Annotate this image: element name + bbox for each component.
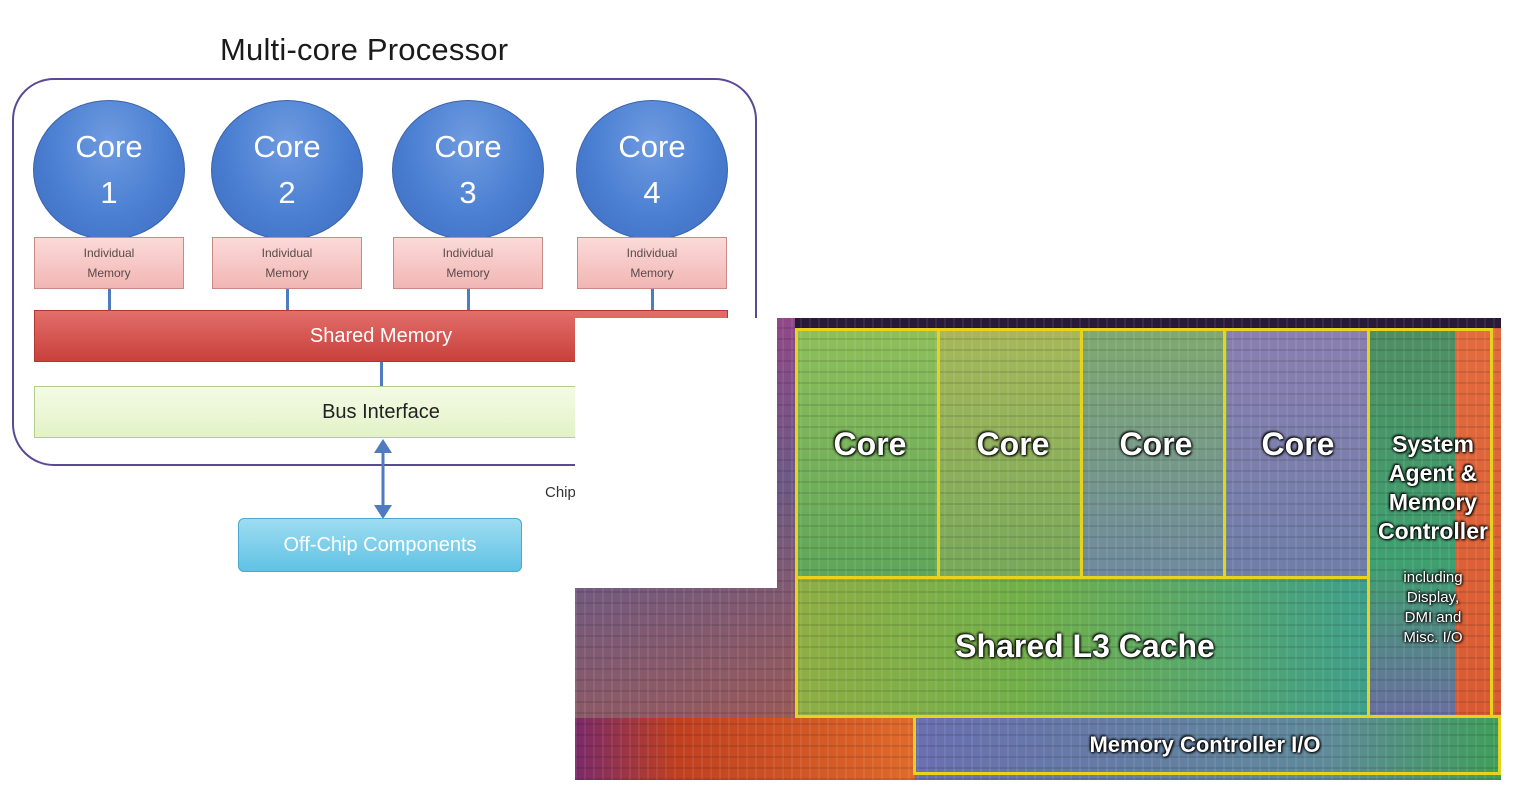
memory-label: Individual (261, 246, 313, 260)
die-core-label: Core (833, 426, 907, 462)
die-core-2-area (939, 328, 1083, 578)
memory-label: Memory (87, 266, 131, 280)
core-label: Core (434, 129, 502, 164)
die-memio-outline (913, 715, 1501, 775)
die-divider (1080, 328, 1083, 579)
memory-label: Memory (630, 266, 674, 280)
system-agent-note-line: including (1403, 569, 1463, 586)
system-agent-line: System (1392, 431, 1474, 457)
die-core-label: Core (976, 426, 1050, 462)
system-agent-label: System Agent & Memory Controller (1371, 430, 1495, 546)
core-number: 1 (100, 175, 118, 210)
die-bottom-left-area (575, 718, 915, 780)
die-memio-area (915, 718, 1501, 780)
die-edge-area (1455, 328, 1501, 718)
individual-memory-1: Individual Memory (34, 237, 184, 289)
core-3: Core 3 (392, 100, 544, 240)
system-agent-note-line: Misc. I/O (1403, 629, 1463, 646)
individual-memory-2: Individual Memory (212, 237, 362, 289)
die-core-4-area (1227, 328, 1367, 578)
system-agent-line: Agent & (1388, 460, 1478, 486)
core-2: Core 2 (211, 100, 363, 240)
die-core-1-area (795, 328, 939, 578)
core-label: Core (618, 129, 686, 164)
core-number: 4 (643, 175, 661, 210)
system-agent-line: Memory (1388, 489, 1478, 515)
memory-label: Individual (442, 246, 494, 260)
memory-controller-io-label: Memory Controller I/O (1089, 732, 1321, 757)
system-agent-note-line: Display, (1406, 589, 1460, 606)
connector-4 (651, 289, 654, 310)
core-4: Core 4 (576, 100, 728, 240)
core-number: 2 (278, 175, 296, 210)
system-agent-note: including Display, DMI and Misc. I/O (1375, 568, 1491, 648)
core-label: Core (75, 129, 143, 164)
memory-label: Memory (446, 266, 490, 280)
l3-cache-label: Shared L3 Cache (955, 628, 1215, 664)
die-cache-area (795, 576, 1367, 718)
die-divider (937, 328, 940, 579)
memory-label: Individual (626, 246, 678, 260)
die-core-label: Core (1119, 426, 1193, 462)
individual-memory-3: Individual Memory (393, 237, 543, 289)
image-overlap-mask (575, 318, 777, 588)
memory-label: Memory (265, 266, 309, 280)
double-arrow-icon (374, 439, 392, 519)
connector-1 (108, 289, 111, 310)
connector-2 (286, 289, 289, 310)
system-agent-line: Controller (1378, 518, 1488, 544)
die-core-3-area (1083, 328, 1227, 578)
core-number: 3 (459, 175, 477, 210)
diagram-title: Multi-core Processor (220, 32, 509, 67)
die-core-label: Core (1261, 426, 1335, 462)
core-label: Core (253, 129, 321, 164)
connector-3 (467, 289, 470, 310)
off-chip-components: Off-Chip Components (238, 518, 522, 572)
memory-label: Individual (83, 246, 135, 260)
connector-shared-bus (380, 362, 383, 386)
core-1: Core 1 (33, 100, 185, 240)
die-divider (1223, 328, 1226, 579)
system-agent-note-line: DMI and (1404, 609, 1462, 626)
individual-memory-4: Individual Memory (577, 237, 727, 289)
